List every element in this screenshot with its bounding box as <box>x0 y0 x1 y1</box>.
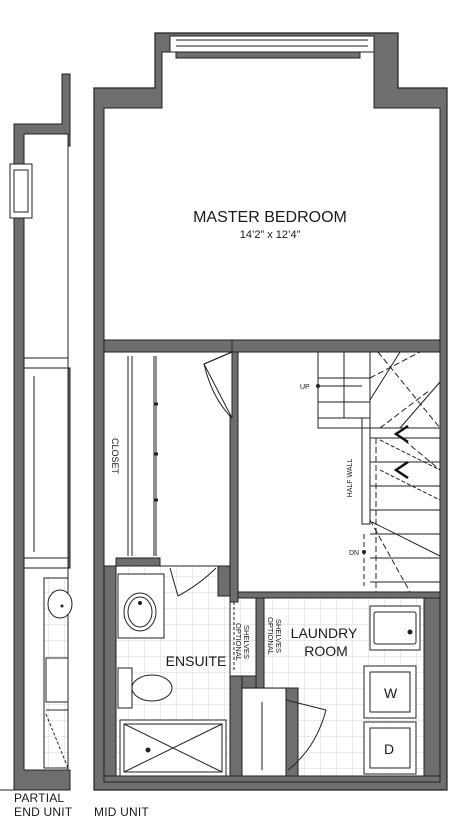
toilet-tank-icon <box>117 667 133 709</box>
laundry-label-line2: ROOM <box>304 643 348 659</box>
staircase <box>317 351 441 593</box>
arrow-down-icon <box>393 424 409 444</box>
partial-end-unit <box>0 73 73 791</box>
stair-arrows <box>393 424 409 480</box>
linen-door <box>261 699 327 771</box>
partial-unit-toilet-icon <box>45 657 69 703</box>
bedroom-window <box>169 35 375 53</box>
closet-label: CLOSET <box>110 438 120 475</box>
laundry-fixtures <box>363 605 421 775</box>
ensuite-label: ENSUITE <box>166 653 227 669</box>
stair-down-label: DN <box>349 550 359 557</box>
laundry-label-line1: LAUNDRY <box>291 625 358 641</box>
bathroom-fixtures <box>117 573 227 777</box>
ensuite-door <box>169 567 217 597</box>
optional-shelves-label-3: OPTIONAL <box>266 617 275 655</box>
interior-walls <box>103 339 441 783</box>
bedroom-door <box>203 351 233 419</box>
mid-unit-label: MID UNIT <box>94 805 149 819</box>
stair-up-label: UP <box>300 384 310 391</box>
hallway-floor <box>103 351 233 567</box>
optional-shelves-label-4: SHELVES <box>274 619 283 653</box>
half-wall <box>361 427 371 525</box>
optional-shelves-label-2: SHELVES <box>242 625 251 659</box>
master-bedroom-size: 14’2” x 12’4” <box>240 229 301 241</box>
stair-markers <box>316 384 366 554</box>
closet <box>127 356 158 556</box>
mid-unit: CLOSET <box>93 32 448 791</box>
arrow-up-icon <box>393 460 409 480</box>
optional-shelves-label-1: OPTIONAL <box>234 623 243 661</box>
master-bedroom-label: MASTER BEDROOM <box>193 209 347 226</box>
half-wall-label: HALF WALL <box>347 459 354 498</box>
partial-end-unit-label-line2: END UNIT <box>14 805 73 819</box>
partial-end-unit-label: PARTIAL END UNIT <box>14 791 72 819</box>
toilet-bowl-icon <box>131 674 173 702</box>
partial-end-unit-label-line1: PARTIAL <box>14 791 65 805</box>
partial-unit-sink-icon <box>47 589 73 619</box>
linen-floor <box>241 687 287 777</box>
washer-label: W <box>384 685 398 701</box>
mid-unit-label-line1: MID UNIT <box>94 805 149 819</box>
dryer-label: D <box>384 741 394 757</box>
